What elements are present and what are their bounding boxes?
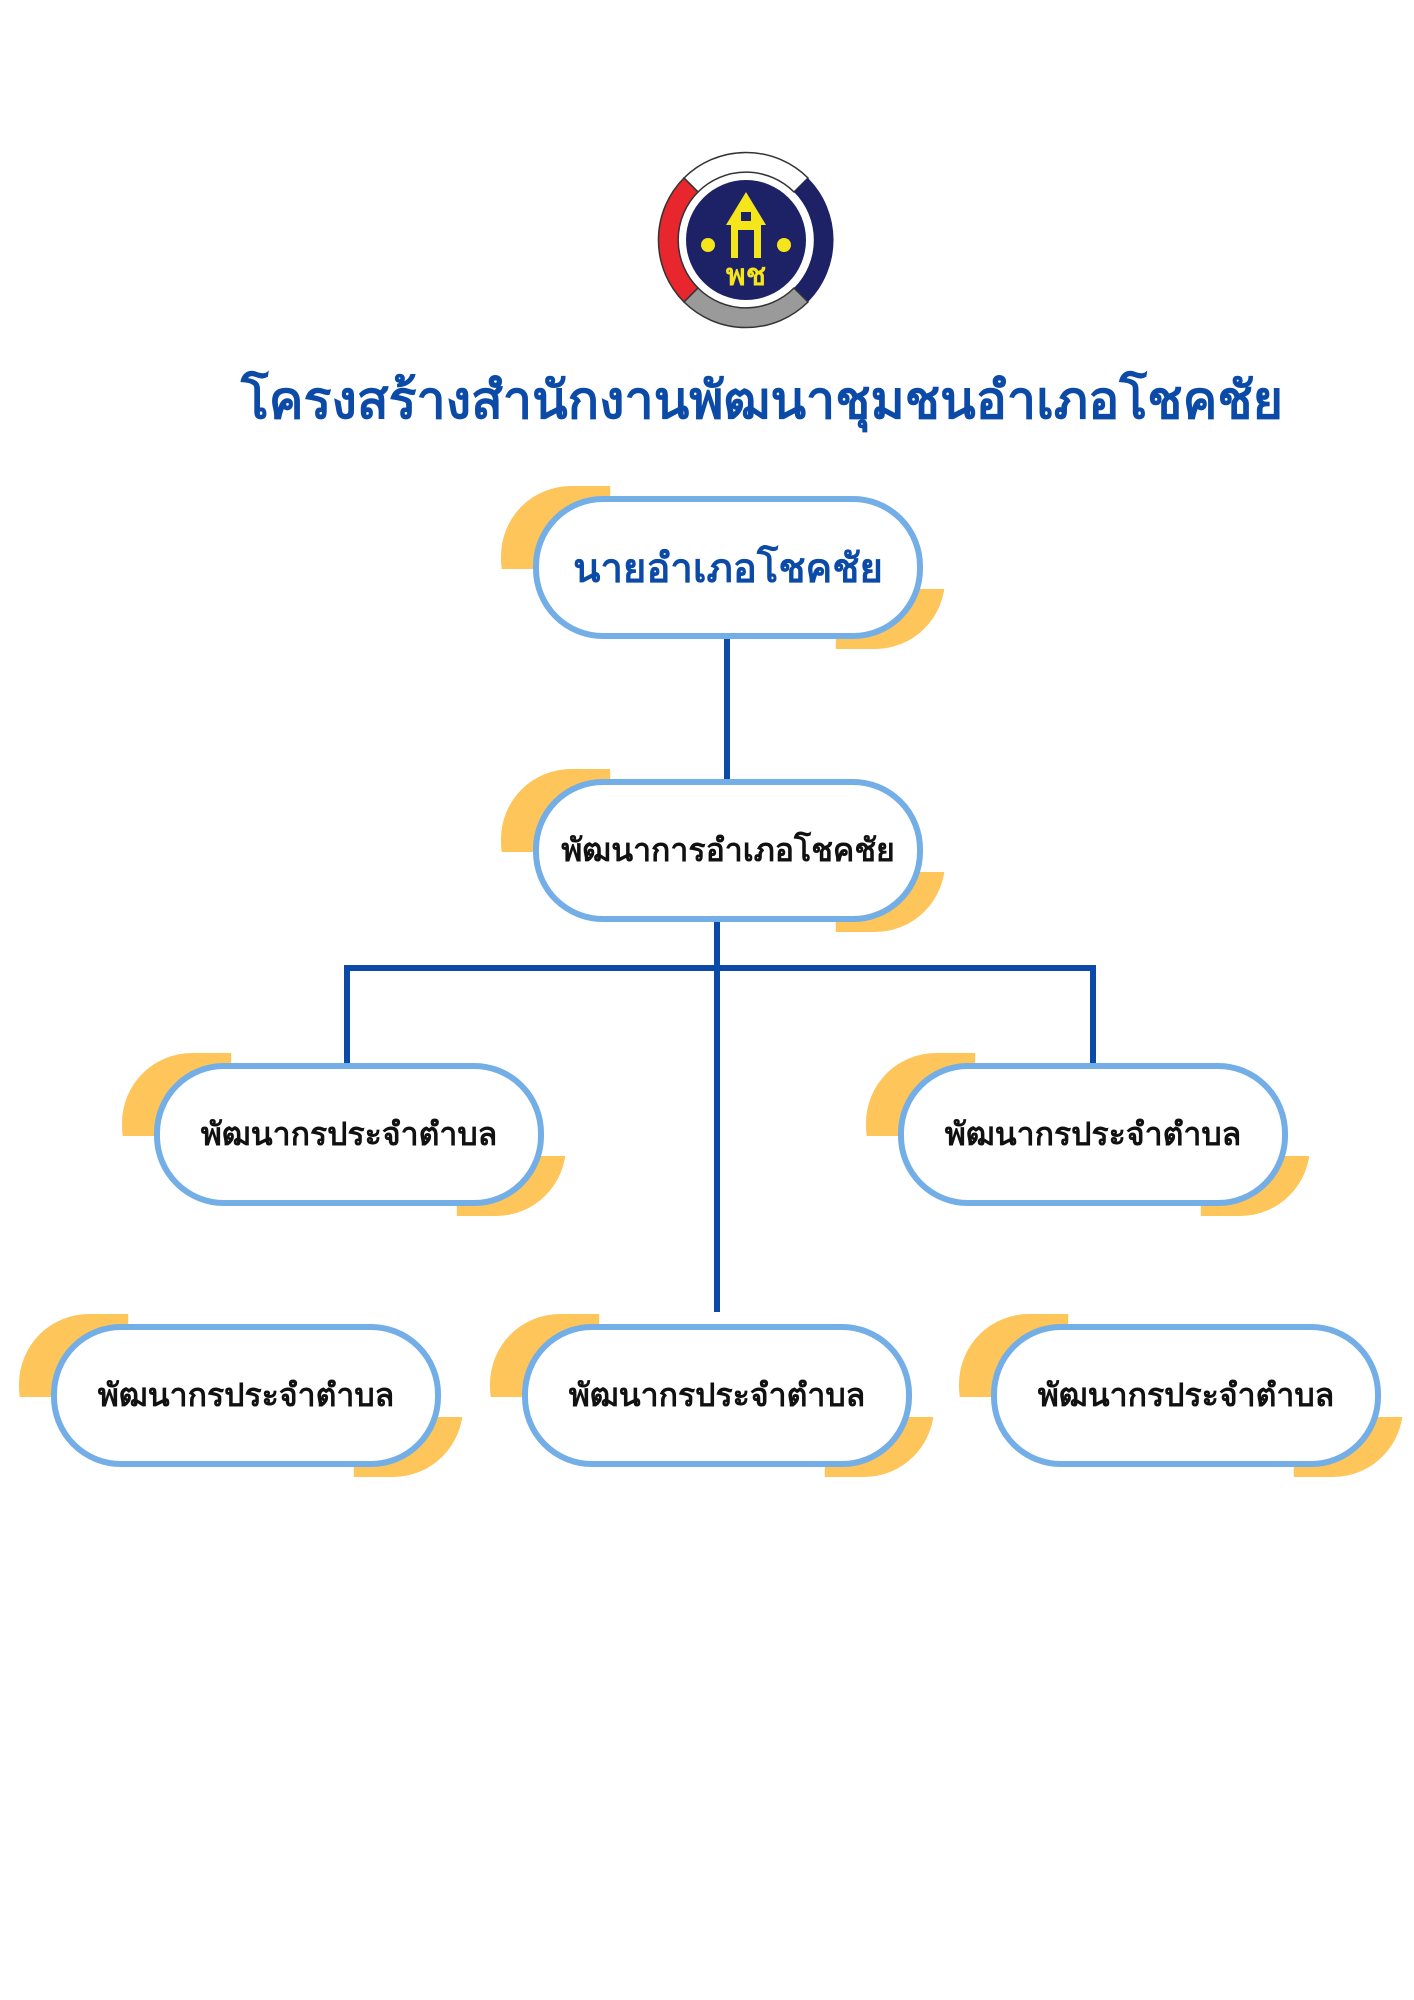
- org-node-manager: พัฒนาการอำเภอโชคชัย: [533, 779, 923, 922]
- org-node-head: นายอำเภอโชคชัย: [533, 496, 923, 639]
- node-label: นายอำเภอโชคชัย: [533, 496, 923, 639]
- node-label: พัฒนากรประจำตำบล: [154, 1063, 544, 1206]
- org-node-staff: พัฒนากรประจำตำบล: [51, 1324, 441, 1467]
- node-label: พัฒนากรประจำตำบล: [51, 1324, 441, 1467]
- page-title: โครงสร้างสำนักงานพัฒนาชุมชนอำเภอโชคชัย: [240, 371, 1284, 431]
- connector-line: [714, 922, 720, 1312]
- community-development-logo: พช: [657, 151, 834, 329]
- node-label: พัฒนากรประจำตำบล: [522, 1324, 912, 1467]
- org-node-staff: พัฒนากรประจำตำบล: [522, 1324, 912, 1467]
- svg-text:พช: พช: [726, 258, 766, 293]
- connector-line: [344, 965, 1096, 971]
- org-node-staff: พัฒนากรประจำตำบล: [991, 1324, 1381, 1467]
- connector-line: [724, 639, 730, 781]
- node-label: พัฒนากรประจำตำบล: [898, 1063, 1288, 1206]
- org-node-staff: พัฒนากรประจำตำบล: [154, 1063, 544, 1206]
- org-node-staff: พัฒนากรประจำตำบล: [898, 1063, 1288, 1206]
- node-label: พัฒนากรประจำตำบล: [991, 1324, 1381, 1467]
- connector-line: [1090, 965, 1096, 1065]
- node-label: พัฒนาการอำเภอโชคชัย: [533, 779, 923, 922]
- connector-line: [344, 965, 350, 1065]
